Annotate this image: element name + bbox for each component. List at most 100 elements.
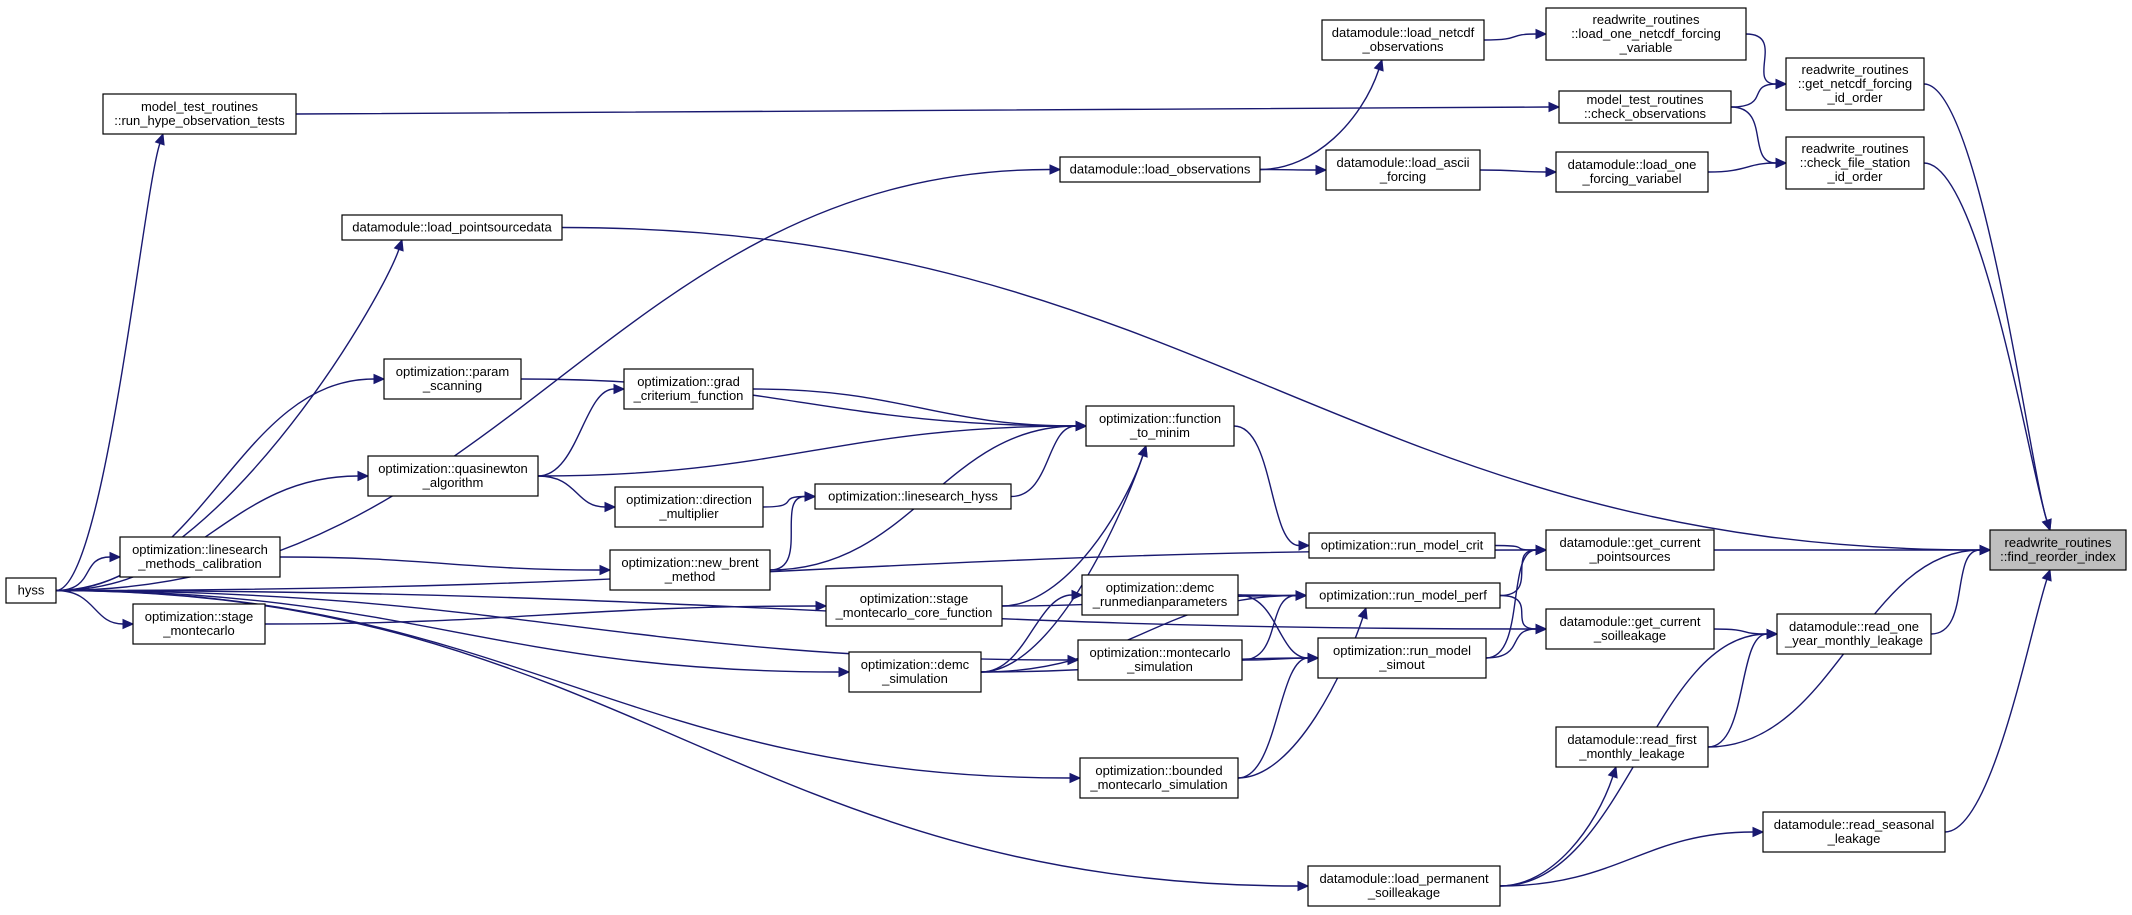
node-linesearch_methods_calibration[interactable]: optimization::linesearch_methods_calibra… bbox=[119, 536, 281, 578]
node-read_first_monthly_leakage[interactable]: datamodule::read_first_monthly_leakage bbox=[1555, 726, 1709, 768]
node-check_observations[interactable]: model_test_routines::check_observations bbox=[1558, 90, 1732, 124]
edges-layer bbox=[55, 28, 2052, 892]
node-label-line: _observations bbox=[1362, 39, 1444, 54]
node-label-line: _id_order bbox=[1827, 169, 1884, 184]
arrowhead-new_brent_method-to-linesearch_hyss bbox=[804, 491, 817, 502]
node-label-line: _simulation bbox=[881, 671, 948, 686]
arrowhead-read_first_monthly_leakage-to-read_one_year_monthly_leakage bbox=[1766, 628, 1779, 640]
node-load_permanent_soilleakage[interactable]: datamodule::load_permanent_soilleakage bbox=[1307, 865, 1501, 907]
node-box bbox=[1555, 151, 1709, 193]
node-label-line: optimization::quasinewton bbox=[378, 461, 528, 476]
node-run_model_perf[interactable]: optimization::run_model_perf bbox=[1305, 582, 1501, 609]
node-box bbox=[814, 483, 1012, 510]
node-label-line: _criterium_function bbox=[633, 388, 744, 403]
node-label-line: _montecarlo_core_function bbox=[835, 605, 993, 620]
node-label-line: ::find_reorder_index bbox=[2000, 549, 2116, 564]
node-box bbox=[1545, 608, 1715, 650]
node-direction_multiplier[interactable]: optimization::direction_multiplier bbox=[614, 486, 764, 528]
node-label-line: _montecarlo bbox=[162, 623, 235, 638]
edge-stage_montecarlo-to-stage_montecarlo_core_function bbox=[264, 605, 817, 625]
edge-run_model_simout-to-get_current_pointsources bbox=[1485, 549, 1537, 659]
node-hyss[interactable]: hyss bbox=[5, 577, 57, 604]
node-load_one_netcdf_forcing_variable[interactable]: readwrite_routines::load_one_netcdf_forc… bbox=[1545, 7, 1747, 61]
edge-grad_criterium_function-to-function_to_minim bbox=[752, 388, 1077, 427]
node-get_current_pointsources[interactable]: datamodule::get_current_pointsources bbox=[1545, 529, 1715, 571]
node-run_hype_observation_tests[interactable]: model_test_routines::run_hype_observatio… bbox=[102, 93, 297, 135]
node-box bbox=[1305, 582, 1501, 609]
node-montecarlo_simulation[interactable]: optimization::montecarlo_simulation bbox=[1077, 639, 1243, 681]
node-run_model_simout[interactable]: optimization::run_model_simout bbox=[1317, 637, 1487, 679]
node-box bbox=[1545, 7, 1747, 61]
node-load_pointsourcedata[interactable]: datamodule::load_pointsourcedata bbox=[341, 214, 563, 241]
arrowhead-load_ascii_forcing-to-load_one_forcing_variabel bbox=[1545, 166, 1558, 178]
node-label-line: datamodule::load_ascii bbox=[1337, 155, 1470, 170]
node-run_model_crit[interactable]: optimization::run_model_crit bbox=[1308, 532, 1496, 559]
edge-hyss-to-linesearch_methods_calibration bbox=[55, 556, 111, 592]
node-label-line: datamodule::read_first bbox=[1567, 732, 1697, 747]
node-box bbox=[825, 585, 1003, 627]
arrowhead-hyss-to-bounded_montecarlo_simulation bbox=[1069, 772, 1082, 784]
node-grad_criterium_function[interactable]: optimization::grad_criterium_function bbox=[623, 368, 754, 410]
node-get_current_soilleakage[interactable]: datamodule::get_current_soilleakage bbox=[1545, 608, 1715, 650]
edge-linesearch_hyss-to-function_to_minim bbox=[1010, 425, 1077, 498]
node-label-line: optimization::new_brent bbox=[621, 555, 759, 570]
node-label-line: _soilleakage bbox=[1593, 628, 1666, 643]
arrowhead-bounded_montecarlo_simulation-to-run_model_perf bbox=[1357, 606, 1368, 620]
node-label-line: optimization::run_model_perf bbox=[1319, 588, 1487, 603]
node-box bbox=[5, 577, 57, 604]
node-linesearch_hyss[interactable]: optimization::linesearch_hyss bbox=[814, 483, 1012, 510]
node-bounded_montecarlo_simulation[interactable]: optimization::bounded_montecarlo_simulat… bbox=[1079, 757, 1239, 799]
edge-quasinewton_algorithm-to-function_to_minim bbox=[537, 425, 1077, 477]
node-label-line: _pointsources bbox=[1589, 549, 1671, 564]
edge-check_file_station_id_order-to-find_reorder_index bbox=[1923, 162, 2048, 521]
node-box bbox=[1776, 613, 1932, 655]
node-stage_montecarlo[interactable]: optimization::stage_montecarlo bbox=[132, 603, 266, 645]
arrowhead-montecarlo_simulation-to-run_model_perf bbox=[1295, 590, 1308, 601]
node-label-line: ::load_one_netcdf_forcing bbox=[1571, 26, 1721, 41]
node-quasinewton_algorithm[interactable]: optimization::quasinewton_algorithm bbox=[367, 455, 539, 497]
arrowhead-load_observations-to-load_netcdf_observations bbox=[1373, 58, 1384, 72]
node-box bbox=[1762, 811, 1946, 853]
node-label-line: ::run_hype_observation_tests bbox=[114, 113, 285, 128]
node-load_one_forcing_variabel[interactable]: datamodule::load_one_forcing_variabel bbox=[1555, 151, 1709, 193]
node-label-line: ::check_observations bbox=[1584, 106, 1707, 121]
node-read_seasonal_leakage[interactable]: datamodule::read_seasonal_leakage bbox=[1762, 811, 1946, 853]
node-box bbox=[1989, 529, 2127, 571]
edge-load_permanent_soilleakage-to-read_seasonal_leakage bbox=[1499, 831, 1754, 887]
node-function_to_minim[interactable]: optimization::function_to_minim bbox=[1085, 405, 1235, 447]
node-box bbox=[1321, 19, 1485, 61]
node-load_observations[interactable]: datamodule::load_observations bbox=[1059, 156, 1261, 183]
node-box bbox=[1059, 156, 1261, 183]
node-load_netcdf_observations[interactable]: datamodule::load_netcdf_observations bbox=[1321, 19, 1485, 61]
edge-hyss-to-get_current_pointsources bbox=[55, 549, 1537, 592]
node-label-line: _leakage bbox=[1827, 831, 1881, 846]
arrowhead-run_model_simout-to-get_current_pointsources bbox=[1535, 544, 1548, 556]
node-check_file_station_id_order[interactable]: readwrite_routines::check_file_station_i… bbox=[1785, 136, 1925, 190]
edge-load_one_netcdf_forcing_variable-to-get_netcdf_forcing_id_order bbox=[1745, 33, 1777, 85]
arrowhead-run_hype_observation_tests-to-check_observations bbox=[1548, 101, 1561, 113]
node-load_ascii_forcing[interactable]: datamodule::load_ascii_forcing bbox=[1325, 149, 1481, 191]
node-param_scanning[interactable]: optimization::param_scanning bbox=[383, 358, 522, 400]
node-demc_runmedianparameters[interactable]: optimization::demc_runmedianparameters bbox=[1081, 574, 1239, 616]
node-box bbox=[383, 358, 522, 400]
node-label-line: optimization::function bbox=[1099, 411, 1221, 426]
node-label-line: datamodule::load_observations bbox=[1070, 162, 1251, 177]
node-label-line: ::get_netcdf_forcing bbox=[1798, 76, 1912, 91]
node-stage_montecarlo_core_function[interactable]: optimization::stage_montecarlo_core_func… bbox=[825, 585, 1003, 627]
node-new_brent_method[interactable]: optimization::new_brent_method bbox=[609, 549, 771, 591]
arrowhead-bounded_montecarlo_simulation-to-run_model_simout bbox=[1307, 652, 1320, 664]
edge-new_brent_method-to-linesearch_hyss bbox=[769, 495, 806, 571]
edge-run_hype_observation_tests-to-check_observations bbox=[295, 106, 1550, 115]
node-label-line: model_test_routines bbox=[1586, 92, 1704, 107]
node-box bbox=[1325, 149, 1481, 191]
node-box bbox=[1545, 529, 1715, 571]
node-get_netcdf_forcing_id_order[interactable]: readwrite_routines::get_netcdf_forcing_i… bbox=[1785, 57, 1925, 111]
node-demc_simulation[interactable]: optimization::demc_simulation bbox=[848, 651, 982, 693]
node-read_one_year_monthly_leakage[interactable]: datamodule::read_one_year_monthly_leakag… bbox=[1776, 613, 1932, 655]
edge-hyss-to-get_current_soilleakage bbox=[55, 589, 1537, 630]
node-label-line: datamodule::load_one bbox=[1568, 157, 1697, 172]
node-box bbox=[1785, 57, 1925, 111]
arrowhead-demc_simulation-to-demc_runmedianparameters bbox=[1071, 589, 1084, 601]
node-find_reorder_index[interactable]: readwrite_routines::find_reorder_index bbox=[1989, 529, 2127, 571]
node-label-line: optimization::demc bbox=[1106, 580, 1215, 595]
